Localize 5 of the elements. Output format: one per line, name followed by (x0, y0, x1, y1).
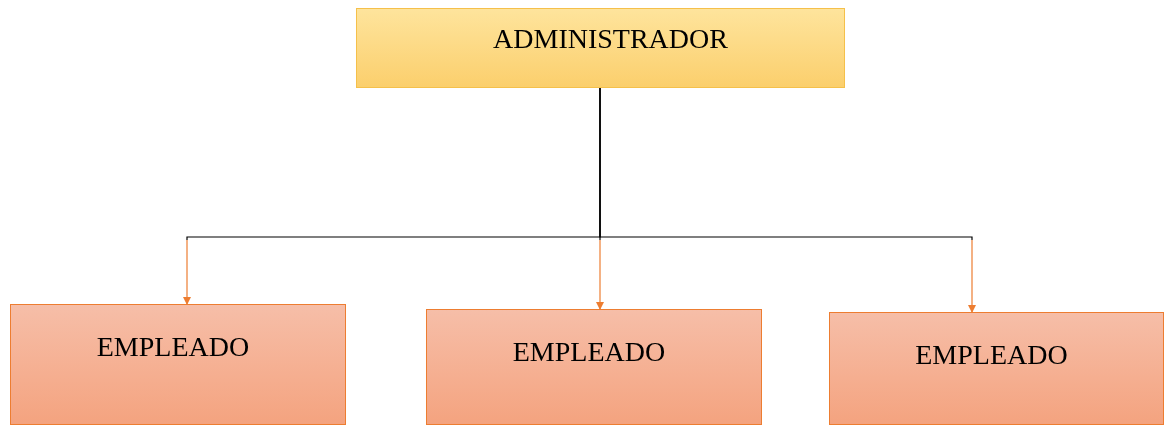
arrow (599, 87, 976, 313)
employee-box: EMPLEADO (10, 304, 346, 425)
employee-box: EMPLEADO (426, 309, 762, 425)
admin-box: ADMINISTRADOR (356, 8, 845, 88)
employee-box: EMPLEADO (829, 312, 1164, 425)
